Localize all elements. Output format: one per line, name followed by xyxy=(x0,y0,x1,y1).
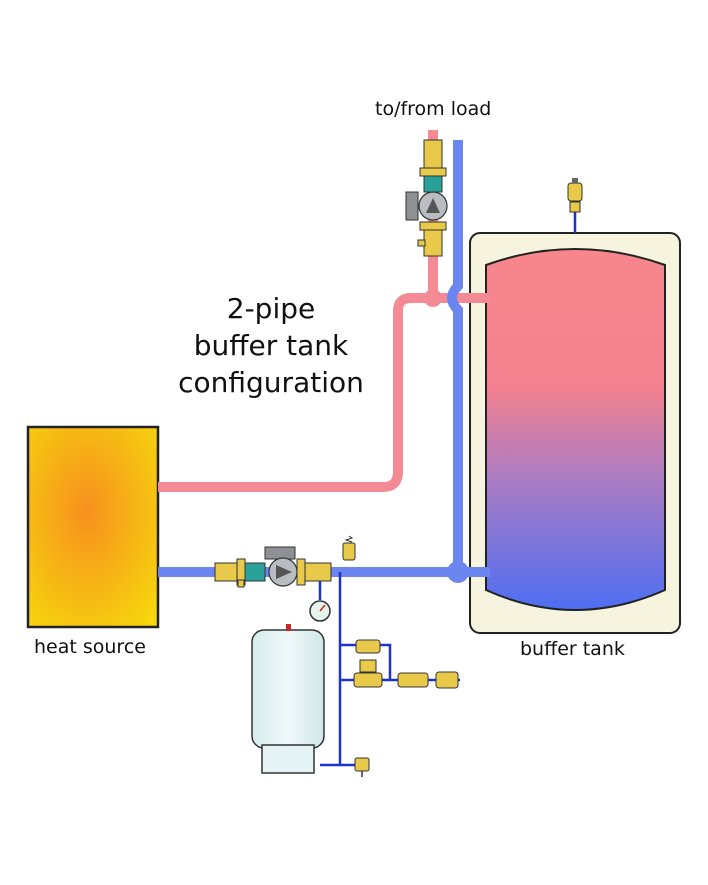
buffer-tank xyxy=(469,232,681,634)
pipe-tee-supply xyxy=(424,289,442,307)
drain-valve-icon xyxy=(354,757,370,777)
label-heat-source: heat source xyxy=(34,636,146,658)
fill-valve-icon xyxy=(353,639,459,689)
label-load: to/from load xyxy=(375,98,492,120)
pipe-tee-return xyxy=(447,561,469,583)
expansion-tank xyxy=(251,624,325,774)
pressure-gauge-icon xyxy=(309,600,331,622)
title-line-3: configuration xyxy=(178,366,364,399)
heat-source xyxy=(26,425,160,629)
title-line-2: buffer tank xyxy=(193,329,349,362)
title-line-1: 2-pipe xyxy=(226,292,316,325)
label-buffer-tank: buffer tank xyxy=(520,638,625,660)
upper-circulator-pump-icon xyxy=(405,139,448,257)
buffer-tank-interior xyxy=(485,248,666,611)
pressure-relief-valve-icon xyxy=(342,535,356,561)
air-vent-icon xyxy=(567,178,583,213)
diagram-title: 2-pipe buffer tank configuration xyxy=(160,290,382,401)
lower-circulator-pump-icon xyxy=(214,546,332,588)
